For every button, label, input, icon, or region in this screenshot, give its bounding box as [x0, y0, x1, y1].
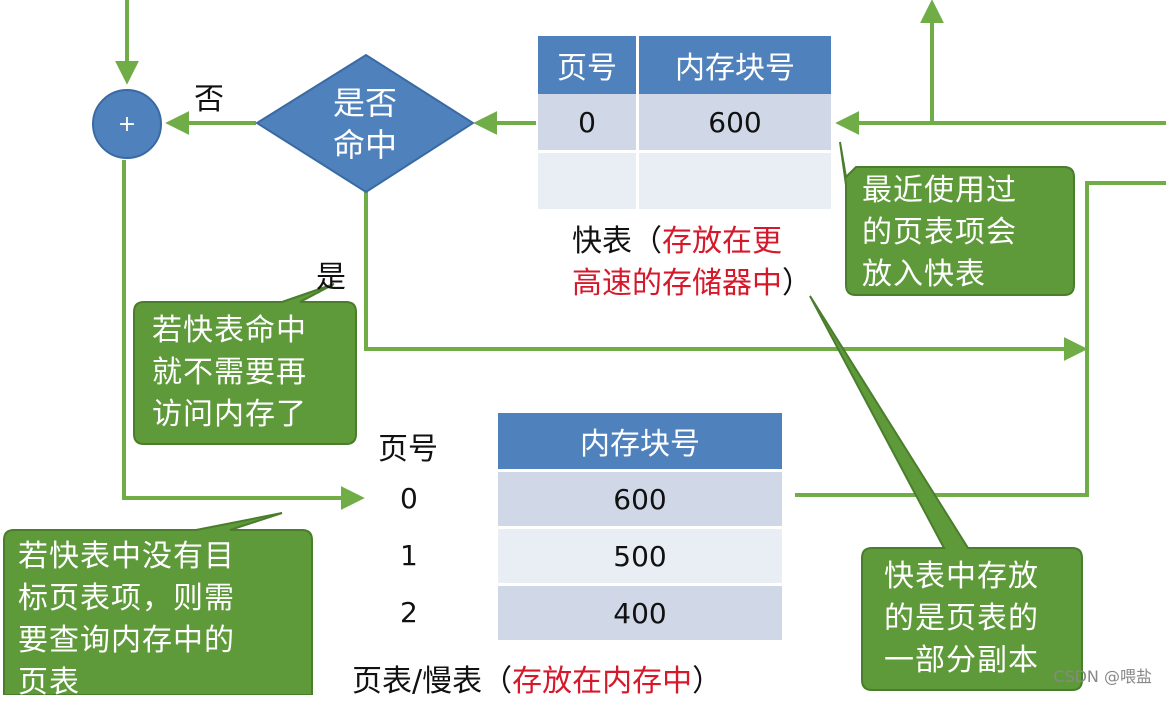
tlb-cell-block: [637, 151, 831, 209]
tlb-cell-block: 600: [637, 94, 831, 153]
label-no: 否: [194, 82, 224, 117]
page-table-caption-suffix: ）: [692, 664, 723, 699]
page-table-block-cell: 600: [498, 469, 782, 528]
line-page-table-to-right: [795, 181, 1166, 497]
callout-miss-shape: [3, 512, 313, 695]
page-table-block-cell: 500: [498, 526, 782, 585]
page-table-caption: 页表/慢表（存放在内存中）: [352, 656, 722, 700]
page-table-page-1: 1: [400, 539, 418, 572]
page-table-row: 600: [498, 469, 782, 528]
page-table-row: 500: [498, 526, 782, 585]
page-table-block-header: 内存块号: [498, 413, 782, 471]
callout-hit-text: 若快表命中 就不需要再 访问内存了: [152, 313, 307, 432]
decision-label-line1: 是否: [332, 84, 397, 122]
callout-miss-text: 若快表中没有目 标页表项，则需 要查询内存中的 页表: [18, 539, 235, 700]
tlb-row: [538, 151, 831, 209]
arrow-plus-to-page-table: [122, 160, 365, 510]
tlb-header-page: 页号: [538, 36, 639, 94]
tlb-cell-page: [538, 151, 639, 209]
decision-label-line2: 命中: [332, 126, 397, 164]
tlb-caption-red-2: 高速的存储器中: [572, 266, 782, 301]
decision-label: 是否 命中: [305, 82, 425, 166]
tlb-caption-suffix: ）: [782, 266, 812, 301]
callout-hit-shape: [133, 283, 357, 445]
page-table-page-header: 页号: [378, 432, 438, 467]
tlb-header-block: 内存块号: [637, 36, 831, 94]
callout-copy-text: 快表中存放 的是页表的 一部分副本: [884, 559, 1039, 678]
tlb-row: 0 600: [538, 94, 831, 153]
page-table-caption-prefix: 页表/慢表（: [352, 664, 513, 699]
tlb-table: 页号 内存块号 0 600: [538, 36, 831, 209]
tlb-caption-red-1: 存放在更: [662, 224, 782, 259]
page-table-page-0: 0: [400, 482, 418, 515]
tlb-cell-page: 0: [538, 94, 639, 153]
tlb-caption-line1: 快表（存放在更: [572, 216, 782, 260]
callout-recent-text: 最近使用过 的页表项会 放入快表: [862, 173, 1017, 292]
page-table: 内存块号 600 500 400: [498, 413, 782, 640]
page-table-block-cell: 400: [498, 583, 782, 640]
tlb-caption-prefix: 快表（: [572, 224, 662, 259]
page-table-row: 400: [498, 583, 782, 640]
merge-node: +: [92, 89, 162, 159]
page-table-caption-red: 存放在内存中: [512, 664, 693, 699]
callout-copy-shape: [809, 295, 1083, 691]
label-yes: 是: [316, 260, 346, 295]
decision-diamond: [255, 53, 475, 194]
watermark: CSDN @喂盐: [1053, 667, 1152, 686]
tlb-caption-line2: 高速的存储器中）: [572, 258, 812, 302]
page-table-page-2: 2: [400, 596, 418, 629]
callout-recent-shape: [839, 141, 1075, 296]
plus-symbol: +: [117, 111, 137, 137]
